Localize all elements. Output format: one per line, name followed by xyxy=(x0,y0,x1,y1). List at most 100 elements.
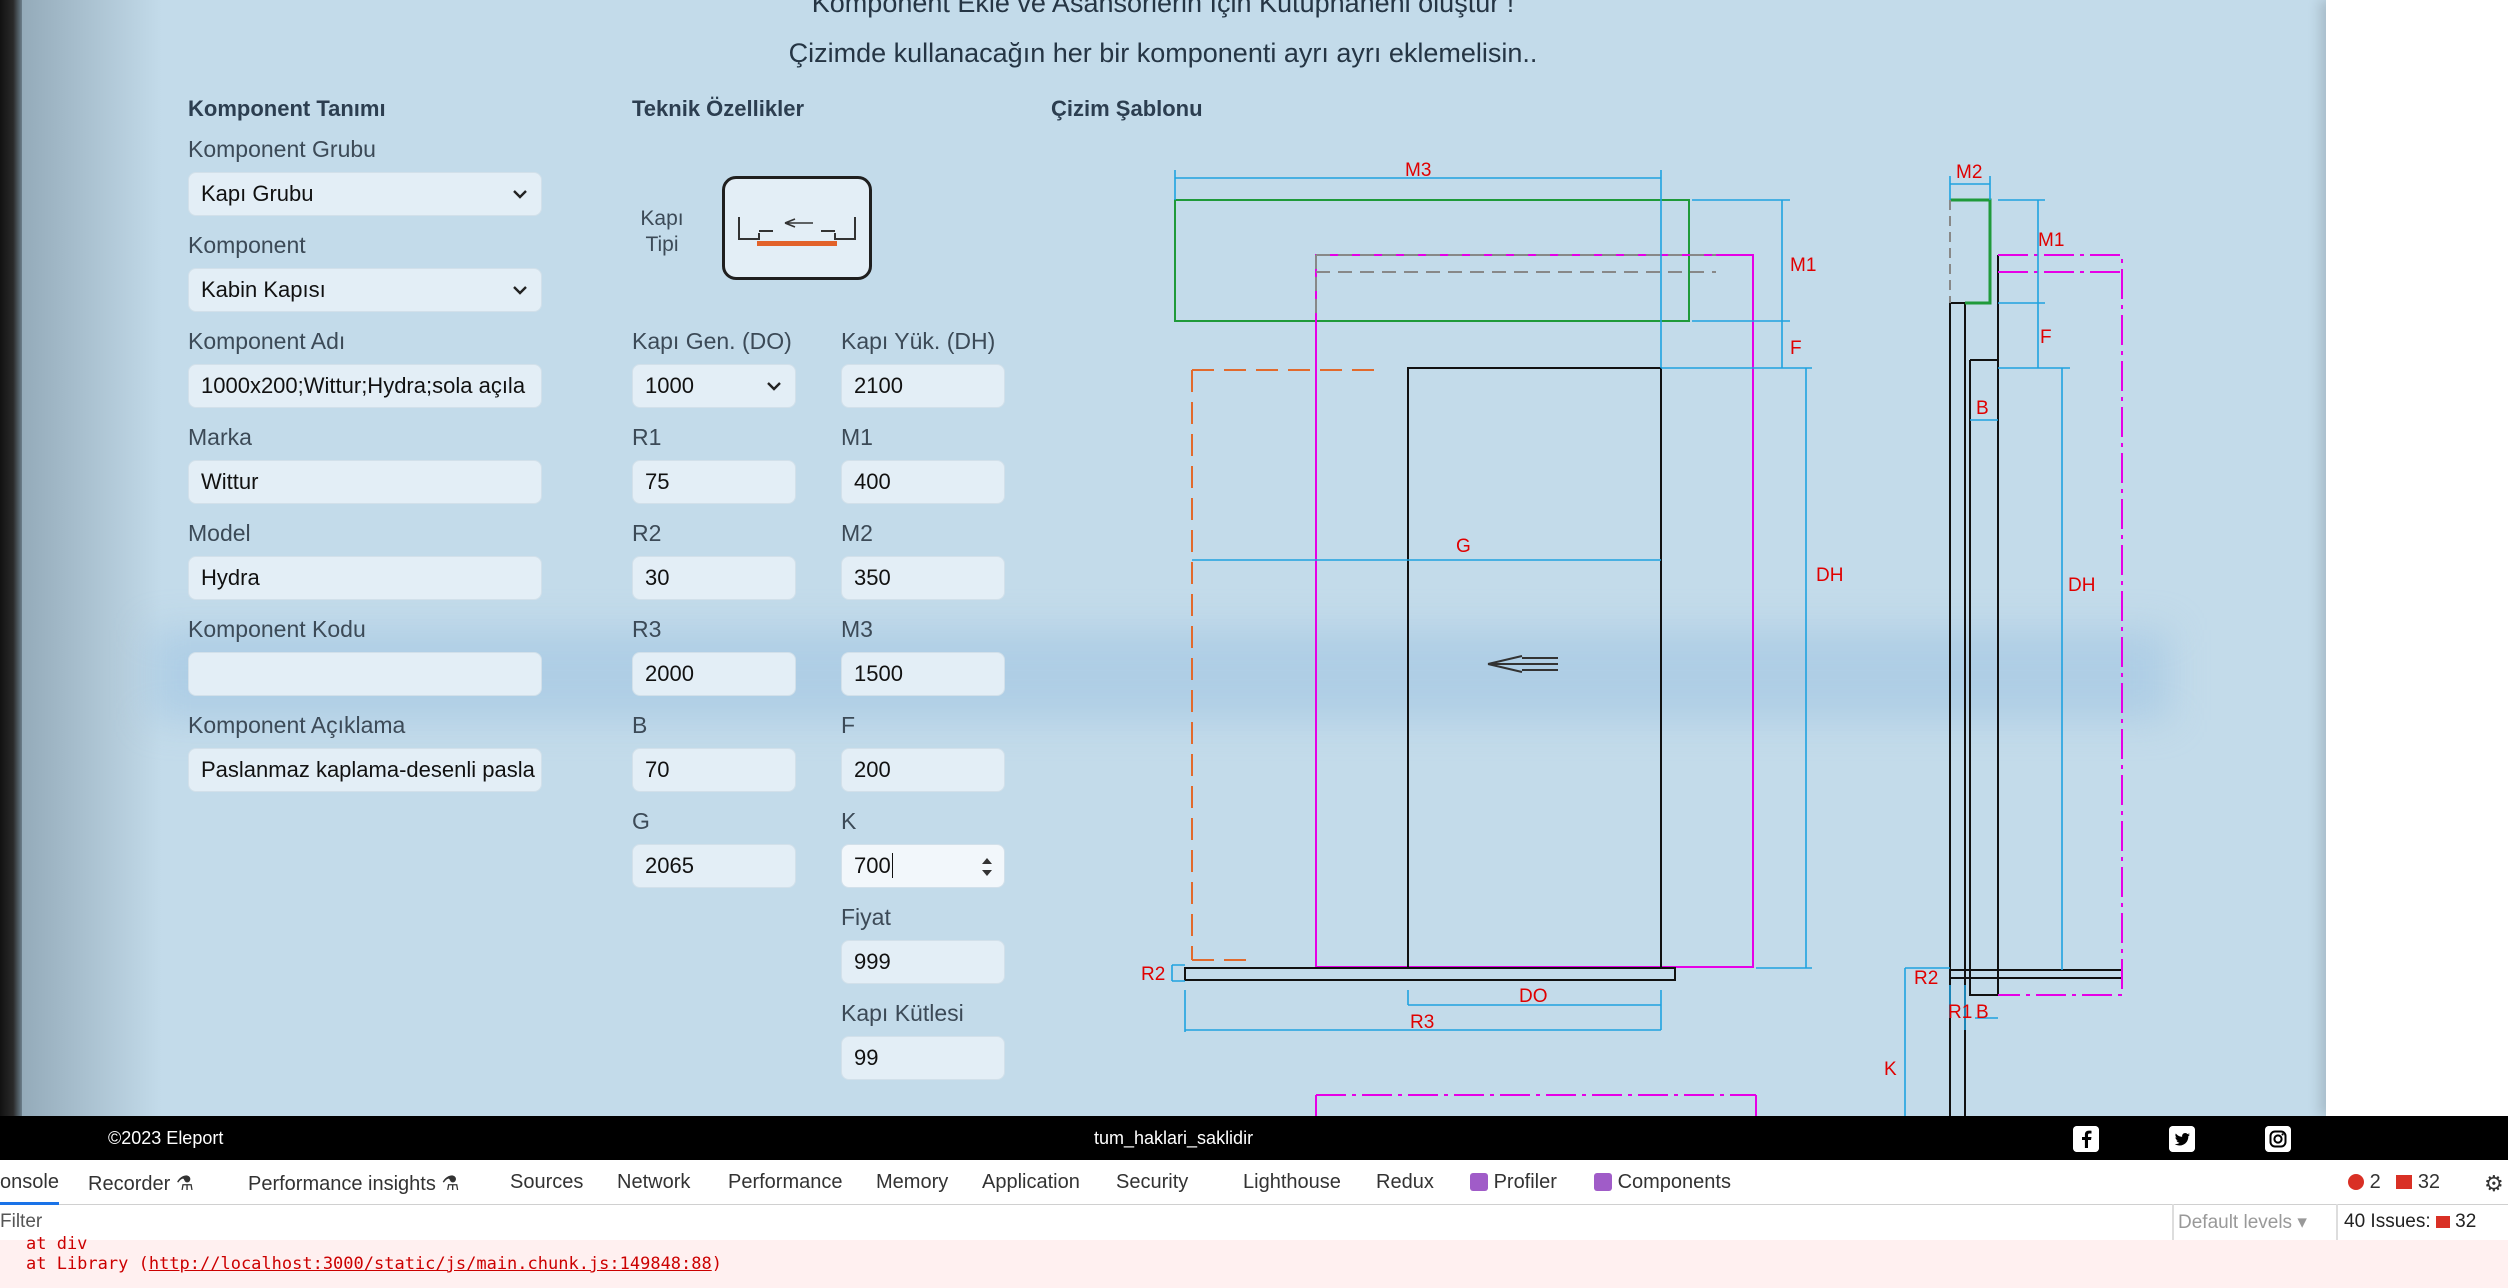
k-label: K xyxy=(841,808,857,834)
label-f: F xyxy=(1790,338,1802,359)
side-view-profile xyxy=(1949,255,2122,1116)
door-panel xyxy=(1407,367,1662,969)
divider xyxy=(2336,1204,2338,1240)
fiyat-input[interactable]: 999 xyxy=(841,940,1005,984)
issues-button[interactable]: 40 Issues: 32 xyxy=(2344,1211,2476,1233)
tab-memory[interactable]: Memory xyxy=(876,1171,949,1193)
filter-input[interactable]: Filter xyxy=(0,1211,43,1232)
tab-components-label: Components xyxy=(1617,1171,1731,1193)
tab-application[interactable]: Application xyxy=(982,1171,1080,1193)
error-count-badge[interactable]: 2 32 xyxy=(2348,1171,2440,1194)
warning-count: 32 xyxy=(2417,1171,2441,1193)
f-input[interactable]: 200 xyxy=(841,748,1005,792)
model-input[interactable]: Hydra xyxy=(188,556,542,600)
tab-lighthouse[interactable]: Lighthouse xyxy=(1243,1171,1341,1193)
issue-icon xyxy=(2435,1216,2450,1228)
komponent-adi-label: Komponent Adı xyxy=(188,328,346,354)
console-line: at Library (http://localhost:3000/static… xyxy=(26,1254,722,1274)
page-heading: Komponent Ekle ve Asansörlerin İçin Kütü… xyxy=(811,0,1515,18)
r1-input[interactable]: 75 xyxy=(632,460,796,504)
footer-copyright: ©2023 Eleport xyxy=(108,1128,224,1148)
footer-rights: tum_haklari_saklidir xyxy=(1094,1128,1254,1148)
dimension-lines xyxy=(1171,170,1812,1032)
komponent-aciklama-input[interactable]: Paslanmaz kaplama-desenli pasla xyxy=(188,748,542,792)
tab-redux[interactable]: Redux xyxy=(1376,1171,1434,1193)
chevron-down-icon xyxy=(513,190,527,199)
r3-label: R3 xyxy=(632,616,662,642)
tab-recorder-label: Recorder xyxy=(88,1173,171,1195)
r2-input[interactable]: 30 xyxy=(632,556,796,600)
error-icon xyxy=(2348,1174,2364,1190)
tab-sources[interactable]: Sources xyxy=(510,1171,584,1193)
kapi-tipi-selector[interactable] xyxy=(722,176,872,280)
label-r3: R3 xyxy=(1410,1012,1434,1033)
orange-dashed-frame xyxy=(1191,369,1380,961)
k-number-input[interactable]: 700 xyxy=(841,844,1005,888)
react-icon xyxy=(1594,1173,1612,1191)
console-filter-bar: Filter Default levels ▾ 40 Issues: 32 xyxy=(0,1204,2508,1241)
divider xyxy=(2172,1204,2174,1240)
kapi-yuk-input[interactable]: 2100 xyxy=(841,364,1005,408)
door-drawing-template: M3 M2 M1 M1 F F G DH DH B B R2 R2 R1 DO … xyxy=(1141,160,2123,1116)
settings-gear-icon[interactable]: ⚙ xyxy=(2484,1171,2504,1196)
section-title-cizim-sablonu: Çizim Şablonu xyxy=(1051,96,1203,121)
twitter-icon[interactable] xyxy=(2169,1126,2195,1152)
komponent-grubu-label: Komponent Grubu xyxy=(188,136,376,162)
komponent-label: Komponent xyxy=(188,232,306,258)
m1-input[interactable]: 400 xyxy=(841,460,1005,504)
flask-icon: ⚗ xyxy=(175,1173,194,1195)
right-margin xyxy=(2326,0,2508,1116)
m2-label: M2 xyxy=(841,520,873,546)
label-m1: M1 xyxy=(1790,255,1816,276)
g-input[interactable]: 2065 xyxy=(632,844,796,888)
kapi-yuk-label: Kapı Yük. (DH) xyxy=(841,328,996,354)
tab-profiler[interactable]: Profiler xyxy=(1470,1171,1557,1194)
komponent-grubu-select[interactable]: Kapı Grubu xyxy=(188,172,542,216)
tab-performance[interactable]: Performance xyxy=(728,1171,843,1193)
r1-label: R1 xyxy=(632,424,662,450)
tab-console[interactable]: onsole xyxy=(0,1171,59,1205)
door-type-icon xyxy=(738,217,856,246)
header-box xyxy=(1174,199,1690,322)
b-label: B xyxy=(632,712,648,738)
tab-security[interactable]: Security xyxy=(1116,1171,1189,1193)
b-input[interactable]: 70 xyxy=(632,748,796,792)
opening-arrow-icon xyxy=(1487,655,1558,673)
m2-input[interactable]: 350 xyxy=(841,556,1005,600)
label-r2: R2 xyxy=(1141,964,1165,985)
marka-input[interactable]: Wittur xyxy=(188,460,542,504)
console-line-suffix: ) xyxy=(711,1254,722,1274)
facebook-icon[interactable] xyxy=(2073,1126,2099,1152)
warning-icon xyxy=(2396,1175,2413,1189)
label-m2: M2 xyxy=(1956,162,1982,183)
m3-input[interactable]: 1500 xyxy=(841,652,1005,696)
kapi-kutlesi-input[interactable]: 99 xyxy=(841,1036,1005,1080)
kapi-gen-select[interactable]: 1000 xyxy=(632,364,796,408)
label-r2-side: R2 xyxy=(1914,968,1938,989)
kapi-gen-value: 1000 xyxy=(645,373,694,398)
tab-recorder[interactable]: Recorder ⚗ xyxy=(88,1171,194,1196)
tab-network[interactable]: Network xyxy=(617,1171,691,1193)
default-levels-dropdown[interactable]: Default levels ▾ xyxy=(2178,1211,2307,1234)
r3-input[interactable]: 2000 xyxy=(632,652,796,696)
instagram-icon[interactable] xyxy=(2265,1126,2291,1152)
komponent-aciklama-label: Komponent Açıklama xyxy=(188,712,406,738)
tab-performance-insights[interactable]: Performance insights ⚗ xyxy=(248,1171,459,1196)
door-sill xyxy=(1184,967,1676,981)
spinner-arrows-icon[interactable] xyxy=(980,855,994,879)
console-line-prefix: at Library ( xyxy=(26,1254,149,1274)
m1-label: M1 xyxy=(841,424,873,450)
magenta-bottom-sides xyxy=(1315,1095,1757,1116)
g-label: G xyxy=(632,808,650,834)
issues-count: 32 xyxy=(2455,1211,2477,1232)
caret-down-icon: ▾ xyxy=(2297,1212,2307,1233)
komponent-adi-input[interactable]: 1000x200;Wittur;Hydra;sola açıla xyxy=(188,364,542,408)
tab-components[interactable]: Components xyxy=(1594,1171,1731,1194)
komponent-select[interactable]: Kabin Kapısı xyxy=(188,268,542,312)
komponent-kodu-input[interactable] xyxy=(188,652,542,696)
flask-icon: ⚗ xyxy=(441,1173,460,1195)
chevron-down-icon xyxy=(767,382,781,391)
console-source-link[interactable]: http://localhost:3000/static/js/main.chu… xyxy=(148,1254,712,1274)
marka-label: Marka xyxy=(188,424,252,450)
console-output: at div at Library (http://localhost:3000… xyxy=(0,1234,2508,1288)
